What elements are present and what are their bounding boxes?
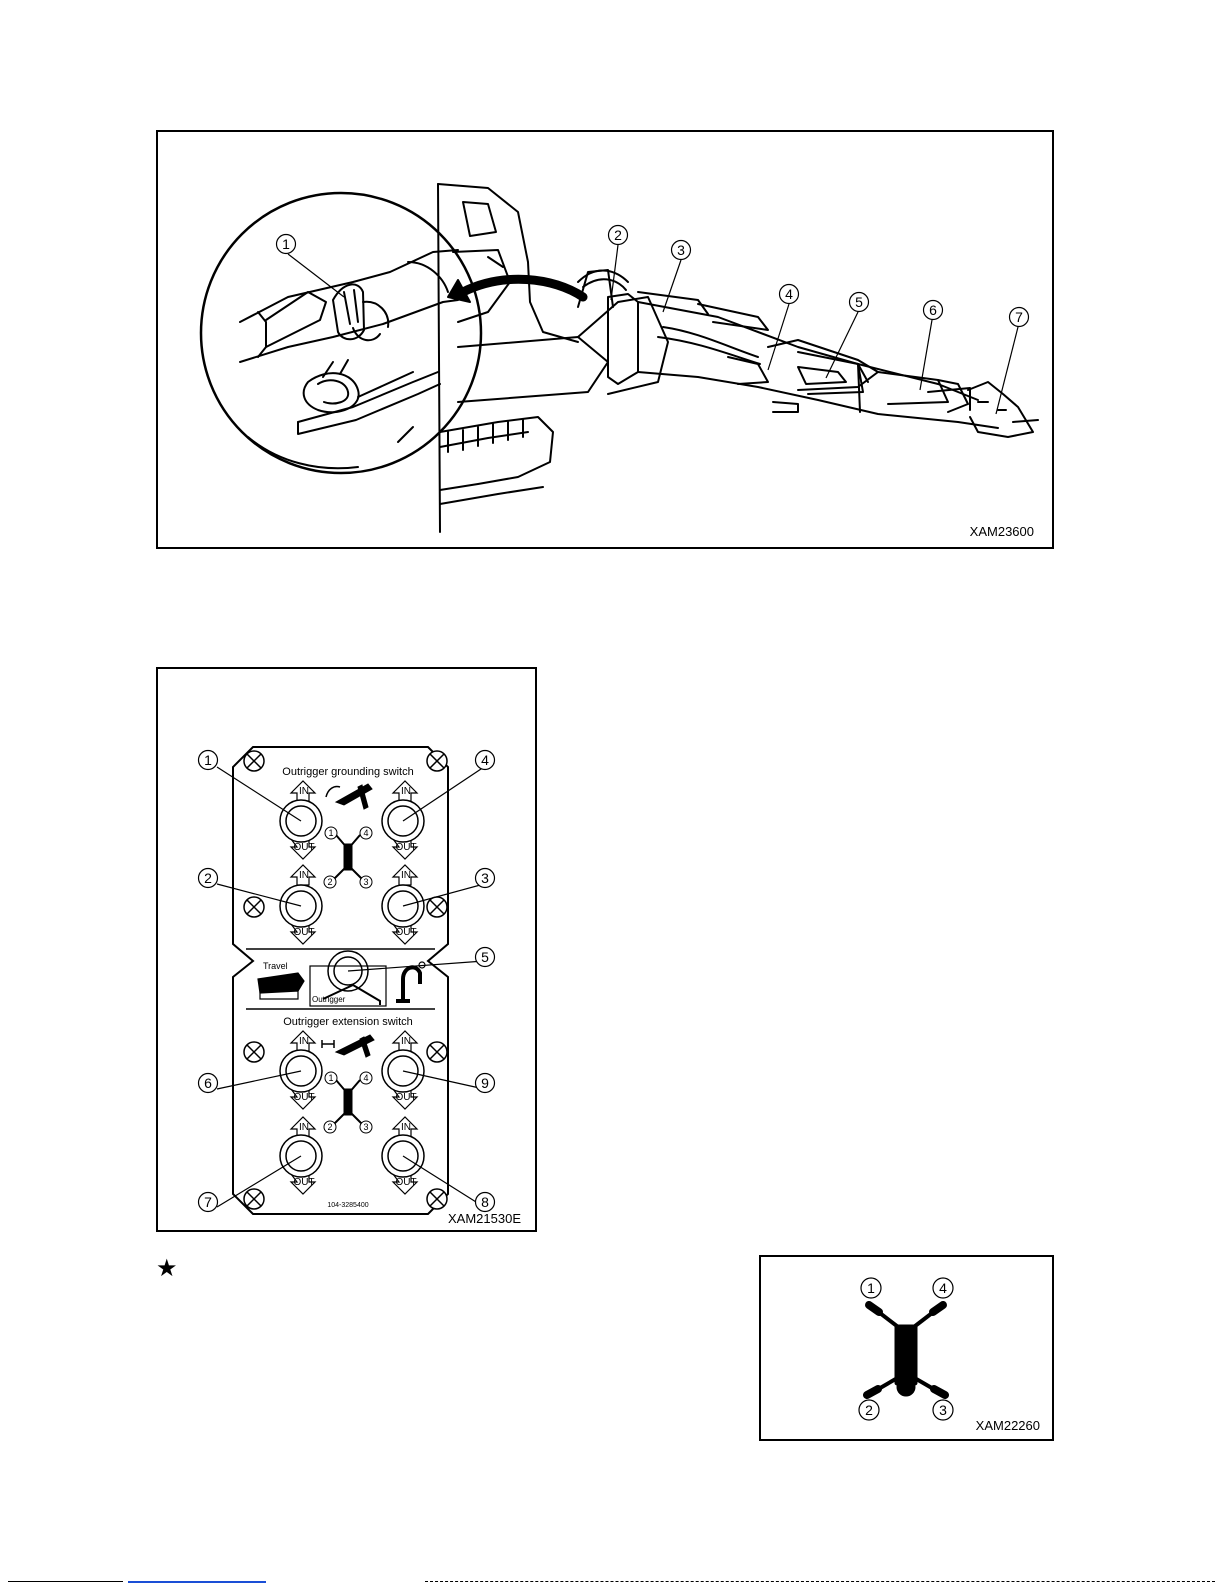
in-label: IN — [401, 1122, 411, 1133]
in-label: IN — [401, 786, 411, 797]
footer-link-underline — [128, 1581, 266, 1583]
callout-5: 5 — [855, 294, 863, 310]
in-label: IN — [299, 786, 309, 797]
diagram-label-4: 4 — [363, 1073, 368, 1083]
diagram-label-1: 1 — [328, 1073, 333, 1083]
travel-label: Travel — [263, 961, 288, 971]
outrigger-label-4: 4 — [939, 1280, 947, 1296]
outrigger-numbering-figure: 1 4 2 3 XAM22260 — [759, 1255, 1054, 1441]
diagram-label-2: 2 — [327, 877, 332, 887]
outrigger-numbering-drawing: 1 4 2 3 — [761, 1257, 1052, 1439]
out-label: OUT — [293, 927, 314, 938]
in-label: IN — [401, 870, 411, 881]
diagram-label-1: 1 — [328, 828, 333, 838]
in-label: IN — [299, 1036, 309, 1047]
outrigger-label-2: 2 — [865, 1402, 873, 1418]
in-label: IN — [401, 1036, 411, 1047]
callout-4: 4 — [481, 752, 489, 768]
footer-rule — [425, 1581, 1215, 1582]
switch-panel-drawing: Outrigger grounding switch Outrigger ext… — [158, 669, 535, 1230]
outrigger-label-1: 1 — [867, 1280, 875, 1296]
callout-4: 4 — [785, 286, 793, 302]
callout-5: 5 — [481, 949, 489, 965]
note-star-marker: ★ — [156, 1254, 178, 1282]
callout-3: 3 — [677, 242, 685, 258]
out-label: OUT — [395, 1177, 416, 1188]
diagram-label-4: 4 — [363, 828, 368, 838]
diagram-label-3: 3 — [363, 1122, 368, 1132]
extension-switch-title: Outrigger extension switch — [283, 1016, 413, 1028]
part-number: 104-3285400 — [327, 1202, 368, 1209]
callout-7: 7 — [204, 1194, 212, 1210]
grounding-switch-title: Outrigger grounding switch — [282, 766, 413, 778]
out-label: OUT — [293, 1092, 314, 1103]
callout-1: 1 — [204, 752, 212, 768]
callout-6: 6 — [929, 302, 937, 318]
callout-6: 6 — [204, 1075, 212, 1091]
out-label: OUT — [395, 1092, 416, 1103]
out-label: OUT — [293, 842, 314, 853]
out-label: OUT — [395, 927, 416, 938]
callout-2: 2 — [614, 227, 622, 243]
in-label: IN — [299, 1122, 309, 1133]
callout-8: 8 — [481, 1194, 489, 1210]
outrigger-switch-panel-figure: Outrigger grounding switch Outrigger ext… — [156, 667, 537, 1232]
boom-illustration-figure: 1 2 3 4 5 6 7 XAM23600 — [156, 130, 1054, 549]
callout-2: 2 — [204, 870, 212, 886]
figure-code: XAM23600 — [970, 524, 1034, 539]
diagram-label-2: 2 — [327, 1122, 332, 1132]
callout-7: 7 — [1015, 309, 1023, 325]
in-label: IN — [299, 870, 309, 881]
diagram-label-3: 3 — [363, 877, 368, 887]
out-label: OUT — [395, 842, 416, 853]
out-label: OUT — [293, 1177, 314, 1188]
callout-1: 1 — [282, 236, 290, 252]
outrigger-label-3: 3 — [939, 1402, 947, 1418]
figure-code: XAM21530E — [448, 1211, 521, 1226]
figure-code: XAM22260 — [976, 1418, 1040, 1433]
outrigger-label: Outrigger — [312, 995, 346, 1004]
boom-line-drawing: 1 2 3 4 5 6 7 — [158, 132, 1052, 547]
callout-3: 3 — [481, 870, 489, 886]
callout-9: 9 — [481, 1075, 489, 1091]
footer-rule — [8, 1581, 123, 1582]
